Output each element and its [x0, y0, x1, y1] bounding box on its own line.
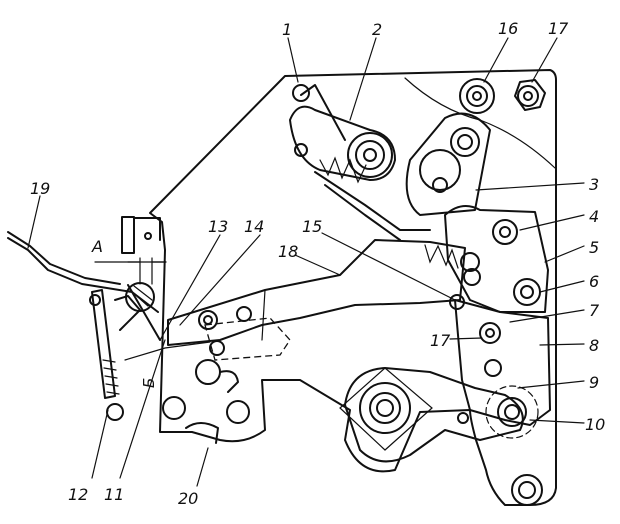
bolt-16: [459, 78, 495, 114]
leader-lines: [27, 37, 585, 487]
callout-1: 1: [282, 20, 292, 39]
lever-2: [289, 105, 396, 181]
callout-18: 18: [278, 242, 298, 261]
lever-18: [167, 239, 466, 346]
callout-4: 4: [589, 207, 599, 226]
callout-15: 15: [302, 217, 322, 236]
cam-arm: [344, 367, 524, 463]
pivot-hole: [419, 149, 461, 191]
callout-20: 20: [178, 489, 198, 508]
callout-6: 6: [589, 272, 599, 291]
callout-3: 3: [589, 175, 599, 194]
spring-right: [424, 244, 459, 269]
callout-9: 9: [589, 373, 599, 392]
callout-12: 12: [68, 485, 88, 504]
callout-17-top: 17: [548, 19, 569, 38]
callout-2: 2: [372, 20, 382, 39]
region-label-b: Б: [140, 378, 158, 388]
callout-5: 5: [589, 238, 599, 257]
callout-19: 19: [30, 179, 50, 198]
callout-7: 7: [589, 301, 600, 320]
lever-3: [405, 112, 491, 216]
callout-13: 13: [208, 217, 228, 236]
callout-11: 11: [104, 485, 124, 504]
callout-8: 8: [589, 336, 599, 355]
diamond-flange: [339, 367, 433, 451]
rod-19: [7, 237, 159, 313]
callout-16: 16: [498, 19, 518, 38]
plate-8: [454, 299, 551, 426]
callout-10: 10: [585, 415, 605, 434]
pivot-pin: [432, 177, 448, 193]
dimension-label-a: A: [91, 237, 103, 256]
spring-upper: [319, 156, 367, 184]
callout-14: 14: [244, 217, 264, 236]
nut-17: [514, 79, 546, 111]
base-plate: [149, 69, 557, 506]
callout-17-mid: 17: [430, 331, 451, 350]
spring-12: [91, 289, 116, 399]
